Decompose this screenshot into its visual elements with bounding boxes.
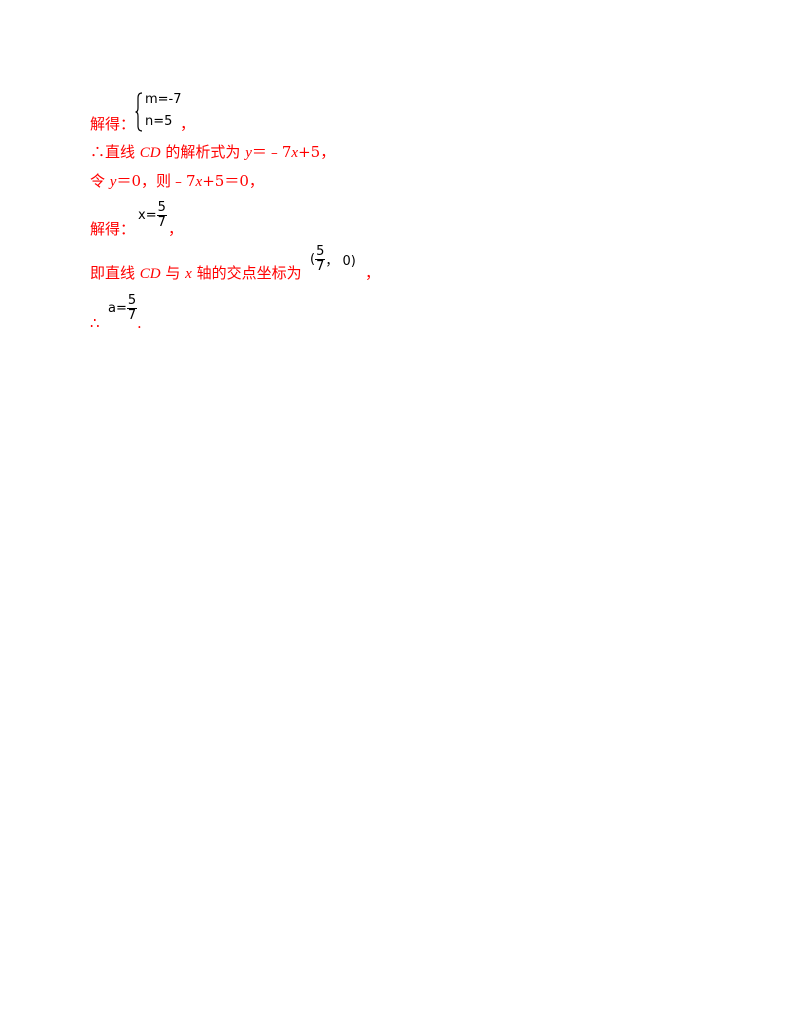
left-brace-icon [135,92,143,132]
denominator: 7 [316,259,325,274]
text-segment: 的解析式为 [160,143,246,161]
var-y: y [245,145,252,161]
therefore-symbol: ∴ [90,143,106,161]
text-segment: ＝0，则﹣7 [116,172,196,190]
text-segment: 与 [160,264,186,282]
text-segment: 即直线 [90,264,140,282]
equation-m: m=-7 [145,92,182,107]
text-segment: ＝﹣7 [251,143,292,161]
solution-line-3: 令 y＝0，则﹣7x+5＝0， [90,172,264,191]
var-y: y [109,174,117,190]
line-label-cd: CD [139,266,161,282]
formula-var: x= [138,208,157,223]
var-x: x [291,145,299,161]
numerator: 5 [126,293,138,309]
comma: ， [180,115,196,133]
denominator: 7 [157,215,166,230]
line-5-suffix: ， [365,264,380,282]
line-6-suffix: . [137,314,142,332]
line-1-suffix: ， [180,115,195,133]
text-segment: 直线 [105,143,140,161]
comma: ， [365,264,381,282]
open-paren: ( [310,252,316,267]
solution-line-4: 解得： [90,220,135,238]
comma: ， [168,220,184,238]
numerator: 5 [156,200,167,216]
line-4-suffix: ， [168,220,183,238]
coordinate-rest: ， 0) [325,254,356,269]
solution-line-1: 解得： [90,115,135,133]
text-segment: 轴的交点坐标为 [191,264,302,282]
solution-line-5: 即直线 CD 与 x 轴的交点坐标为 [90,264,302,283]
solution-line-6: ∴ [90,314,100,332]
solution-line-2: ∴直线 CD 的解析式为 y＝﹣7x+5， [90,143,335,162]
equation-system: m=-7 n=5 [135,92,195,132]
formula-var: a= [108,301,127,316]
therefore-symbol: ∴ [90,314,100,332]
var-x: x [195,174,203,190]
text-segment: 令 [90,172,110,190]
denominator: 7 [127,308,137,323]
period: . [137,314,142,332]
numerator: 5 [315,244,326,260]
solve-prefix: 解得： [90,115,136,133]
text-segment: +5， [298,143,336,161]
line-label-cd: CD [139,145,161,161]
equation-n: n=5 [145,114,173,129]
solve-prefix: 解得： [90,220,136,238]
var-x: x [185,266,192,282]
text-segment: +5＝0， [202,172,264,190]
